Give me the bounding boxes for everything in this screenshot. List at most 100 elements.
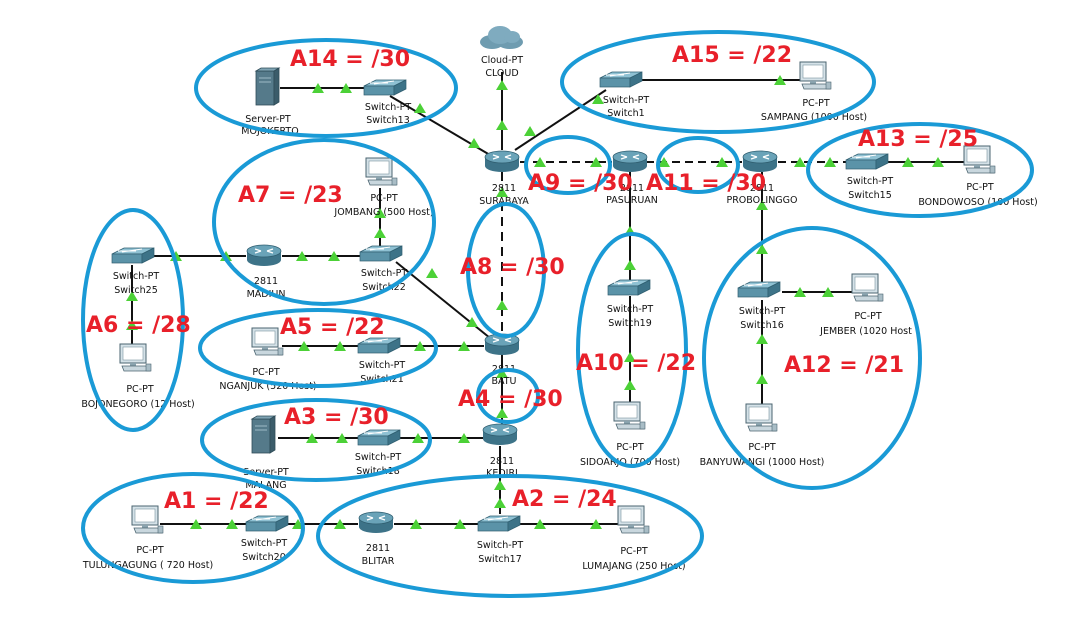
link-marker (126, 291, 138, 301)
subnet-ellipse-a1 (81, 472, 305, 584)
switch-1[interactable]: Switch-PT Switch1 (599, 71, 649, 119)
pc-nganjuk[interactable]: PC-PT NGANJUK (520 Host) (219, 327, 317, 392)
router-model-label: 2811 (490, 456, 514, 467)
pc-name-label: SAMPANG (1000 Host) (761, 112, 867, 123)
switch-21[interactable]: Switch-PT Switch21 (357, 337, 406, 385)
subnet-ellipse-a2 (316, 474, 704, 598)
link-marker (590, 519, 602, 529)
subnet-label-a8: A8 = /30 (460, 255, 565, 280)
switch-name-label: Switch22 (362, 282, 406, 293)
link-marker (296, 251, 308, 261)
server-type-label: Server-PT (243, 467, 289, 478)
pc-type-label: PC-PT (854, 311, 882, 322)
subnet-ellipse-a3 (200, 398, 432, 482)
link-marker (902, 157, 914, 167)
subnet-label-a2: A2 = /24 (512, 487, 617, 512)
link-marker (340, 83, 352, 93)
router-icon (482, 423, 518, 446)
switch-16[interactable]: Switch-PT Switch16 (737, 281, 785, 331)
cloud-icon (480, 26, 523, 49)
link-marker (932, 157, 944, 167)
pc-name-label: LUMAJANG (250 Host) (582, 561, 685, 572)
switch-18[interactable]: Switch-PT Switch18 (355, 429, 402, 477)
switch-15[interactable]: Switch-PT Switch15 (845, 153, 893, 201)
switch-name-label: Switch20 (242, 552, 286, 563)
link-marker (496, 300, 508, 310)
pc-icon (617, 505, 650, 534)
switch-13[interactable]: Switch-PT Switch13 (363, 79, 411, 126)
link-marker (794, 157, 806, 167)
link-marker (312, 83, 324, 93)
pc-jember[interactable]: PC-PT JEMBER (1020 Host (819, 273, 912, 337)
link-marker (374, 208, 386, 218)
link-marker (716, 157, 728, 167)
link-marker (306, 433, 318, 443)
link-marker (458, 433, 470, 443)
pc-bojonegoro[interactable]: PC-PT BOJONEGORO (12 Host) (81, 343, 195, 410)
subnet-label-a5: A5 = /22 (280, 315, 385, 340)
link-marker (336, 433, 348, 443)
link-marker (334, 519, 346, 529)
subnet-ellipse-a4 (476, 368, 540, 424)
link-marker (458, 341, 470, 351)
cloud-type-label: Cloud-PT (481, 55, 523, 66)
subnet-ellipse-a6 (81, 208, 185, 432)
switch-icon (607, 279, 651, 296)
switch-22[interactable]: Switch-PT Switch22 (359, 245, 407, 293)
switch-17[interactable]: Switch-PT Switch17 (477, 515, 524, 565)
router-probolinggo[interactable]: 2811 PROBOLINGGO (726, 150, 798, 206)
router-icon (742, 150, 778, 173)
cloud-device[interactable]: Cloud-PT CLOUD (480, 26, 523, 79)
link-marker (328, 251, 340, 261)
link-marker (414, 103, 426, 113)
switch-type-label: Switch-PT (359, 360, 406, 371)
link-marker (624, 352, 636, 362)
link-marker (624, 380, 636, 390)
pc-sampang[interactable]: PC-PT SAMPANG (1000 Host) (761, 61, 867, 123)
pc-icon (613, 401, 646, 430)
router-pasuruan[interactable]: 2811 PASURUAN (606, 150, 658, 206)
subnet-ellipse-a9 (524, 135, 612, 195)
link-marker (494, 498, 506, 508)
link-marker (454, 519, 466, 529)
router-madiun[interactable]: 2811 MADIUN (246, 244, 286, 300)
pc-type-label: PC-PT (620, 546, 648, 557)
switch-type-label: Switch-PT (355, 452, 402, 463)
pc-sidoarjo[interactable]: PC-PT SIDOARJO (700 Host) (580, 401, 680, 468)
pc-lumajang[interactable]: PC-PT LUMAJANG (250 Host) (582, 505, 686, 572)
router-icon (484, 150, 520, 173)
pc-tulungagung[interactable]: PC-PT TULUNGAGUNG ( 720 Host) (82, 505, 213, 571)
router-blitar[interactable]: 2811 BLITAR (358, 511, 395, 567)
link-markers-layer (126, 75, 944, 529)
switch-19[interactable]: Switch-PT Switch19 (607, 279, 654, 329)
subnet-ellipse-a11 (656, 136, 740, 194)
link-marker (756, 200, 768, 210)
pc-name-label: BONDOWOSO (100 Host) (918, 197, 1037, 208)
pc-jombang[interactable]: PC-PT JOMBANG (500 Host) (333, 157, 434, 218)
subnet-labels-layer: A14 = /30 A15 = /22 A7 = /23 A9 = /30 A1… (86, 43, 978, 514)
link-marker (426, 268, 438, 278)
switch-icon (599, 71, 643, 88)
pc-icon (365, 157, 398, 186)
link-marker (496, 187, 508, 197)
subnet-label-a12: A12 = /21 (784, 353, 904, 378)
router-model-label: 2811 (366, 543, 390, 554)
pc-icon (745, 403, 778, 432)
switch-25[interactable]: Switch-PT Switch25 (111, 247, 159, 296)
subnet-ellipse-a8 (466, 202, 546, 338)
router-surabaya[interactable]: 2811 SURABAYA (479, 150, 529, 207)
pc-name-label: SIDOARJO (700 Host) (580, 457, 680, 468)
pc-icon (851, 273, 884, 302)
subnet-ellipses-layer (81, 30, 1034, 598)
subnet-label-a1: A1 = /22 (164, 489, 269, 514)
pc-icon (799, 61, 832, 90)
router-name-label: BLITAR (362, 556, 395, 567)
pc-banyuwangi[interactable]: PC-PT BANYUWANGI (1000 Host) (700, 403, 825, 468)
link-marker (534, 157, 546, 167)
router-kediri[interactable]: 2811 KEDIRI (482, 423, 518, 479)
pc-bondowoso[interactable]: PC-PT BONDOWOSO (100 Host) (918, 145, 1038, 208)
pc-type-label: PC-PT (252, 367, 280, 378)
router-icon (612, 150, 648, 173)
switch-20[interactable]: Switch-PT Switch20 (241, 515, 289, 563)
